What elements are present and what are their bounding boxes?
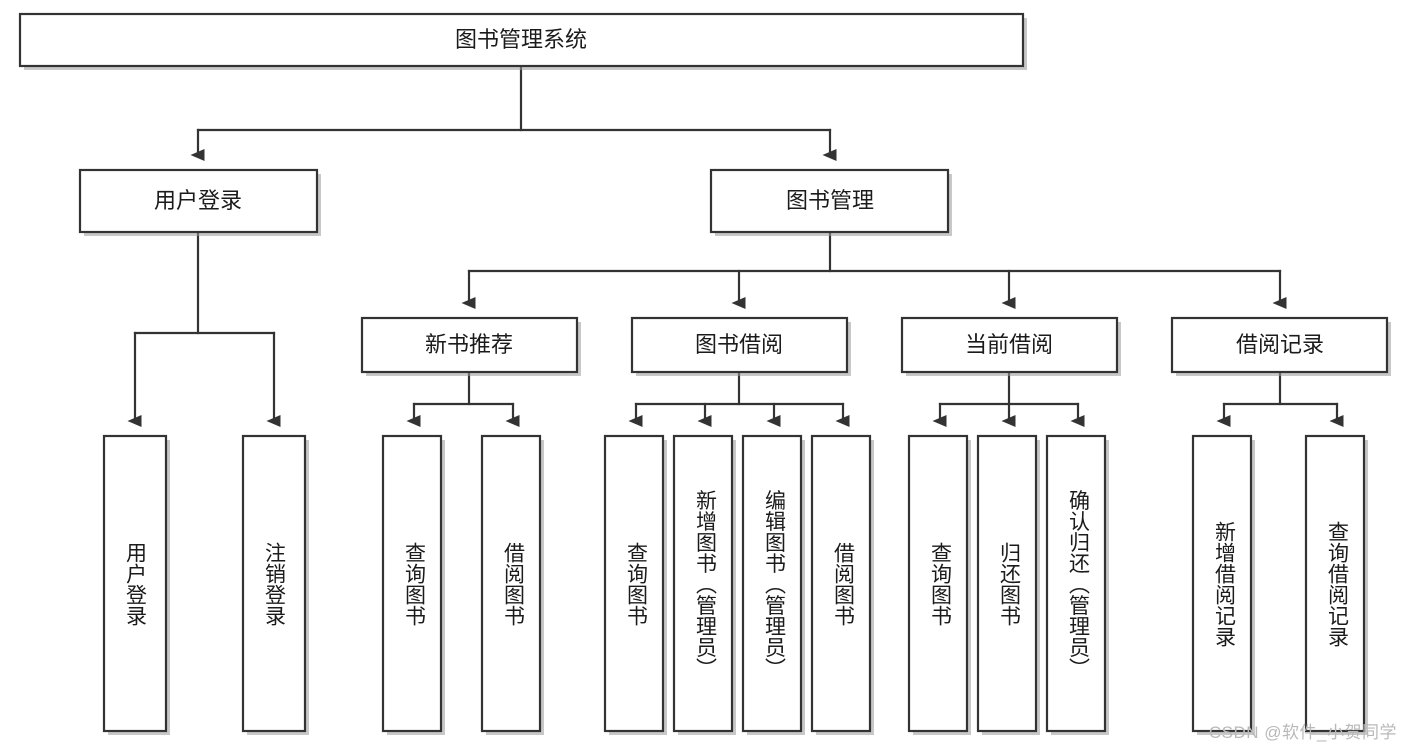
node-current-borrow-box (900, 316, 1119, 374)
leaf-label: 归还图书 (998, 542, 1022, 626)
node-book-borrow-label: 图书借阅 (695, 332, 783, 357)
leaf-node[interactable]: 新增借阅记录 (1191, 434, 1255, 735)
node-root-label: 图书管理系统 (455, 27, 587, 52)
node-root-box (18, 12, 1025, 68)
node-book-manage-label: 图书管理 (786, 188, 874, 213)
leaf-box (241, 434, 307, 733)
leaf-node[interactable]: 用户登录 (102, 434, 170, 735)
leaf-node[interactable]: 查询借阅记录 (1304, 434, 1368, 735)
leaf-node[interactable]: 确认归还（管理员） (1045, 434, 1109, 735)
leaf-label: 编辑图书（管理员） (763, 490, 787, 679)
leaf-label: 新增借阅记录 (1213, 521, 1237, 647)
leaf-box (907, 434, 969, 733)
leaf-box (1191, 434, 1253, 733)
node-new-book-recommend-label: 新书推荐 (425, 332, 513, 357)
leaf-node[interactable]: 新增图书（管理员） (672, 434, 736, 735)
node-book-borrow[interactable]: 图书借阅 (630, 316, 851, 376)
leaf-label: 注销登录 (263, 542, 287, 626)
leaf-label: 查询图书 (929, 542, 953, 626)
leaf-label: 查询图书 (625, 542, 649, 626)
node-book-manage[interactable]: 图书管理 (709, 168, 952, 236)
node-borrow-record-label: 借阅记录 (1236, 332, 1324, 357)
leaf-label: 借阅图书 (502, 542, 526, 626)
leaf-label: 查询图书 (403, 542, 427, 626)
node-user-login-label: 用户登录 (154, 188, 242, 213)
leaf-label: 新增图书（管理员） (694, 490, 718, 679)
leaf-box (741, 434, 803, 733)
node-borrow-record-box (1170, 316, 1389, 374)
leaf-box (672, 434, 734, 733)
leaf-node[interactable]: 借阅图书 (810, 434, 874, 735)
watermark-text: CSDN @软件_小贺同学 (1208, 723, 1397, 742)
leaf-label: 查询借阅记录 (1326, 521, 1350, 647)
node-current-borrow-label: 当前借阅 (965, 332, 1053, 357)
node-user-login[interactable]: 用户登录 (78, 168, 321, 236)
leaf-label: 借阅图书 (832, 542, 856, 626)
leaf-node[interactable]: 编辑图书（管理员） (741, 434, 805, 735)
leaf-node[interactable]: 查询图书 (907, 434, 971, 735)
leaf-label: 用户登录 (124, 542, 148, 626)
leaf-box (480, 434, 542, 733)
leaf-node[interactable]: 借阅图书 (480, 434, 544, 735)
leaf-box (1304, 434, 1366, 733)
leaf-box (810, 434, 872, 733)
node-new-book-recommend-box (360, 316, 579, 374)
node-book-borrow-box (630, 316, 849, 374)
leaf-node[interactable]: 注销登录 (241, 434, 309, 735)
leaf-node[interactable]: 查询图书 (603, 434, 667, 735)
node-user-login-box (78, 168, 319, 234)
node-borrow-record[interactable]: 借阅记录 (1170, 316, 1391, 376)
leaf-node[interactable]: 查询图书 (381, 434, 445, 735)
leaf-node[interactable]: 归还图书 (976, 434, 1040, 735)
leaf-box (1045, 434, 1107, 733)
node-root[interactable]: 图书管理系统 (18, 12, 1027, 70)
leaf-box (976, 434, 1038, 733)
node-book-manage-box (709, 168, 950, 234)
leaf-label: 确认归还（管理员） (1067, 490, 1091, 679)
node-new-book-recommend[interactable]: 新书推荐 (360, 316, 581, 376)
leaf-box (102, 434, 168, 733)
leaf-box (381, 434, 443, 733)
node-current-borrow[interactable]: 当前借阅 (900, 316, 1121, 376)
leaf-box (603, 434, 665, 733)
connector-layer (127, 65, 1344, 427)
